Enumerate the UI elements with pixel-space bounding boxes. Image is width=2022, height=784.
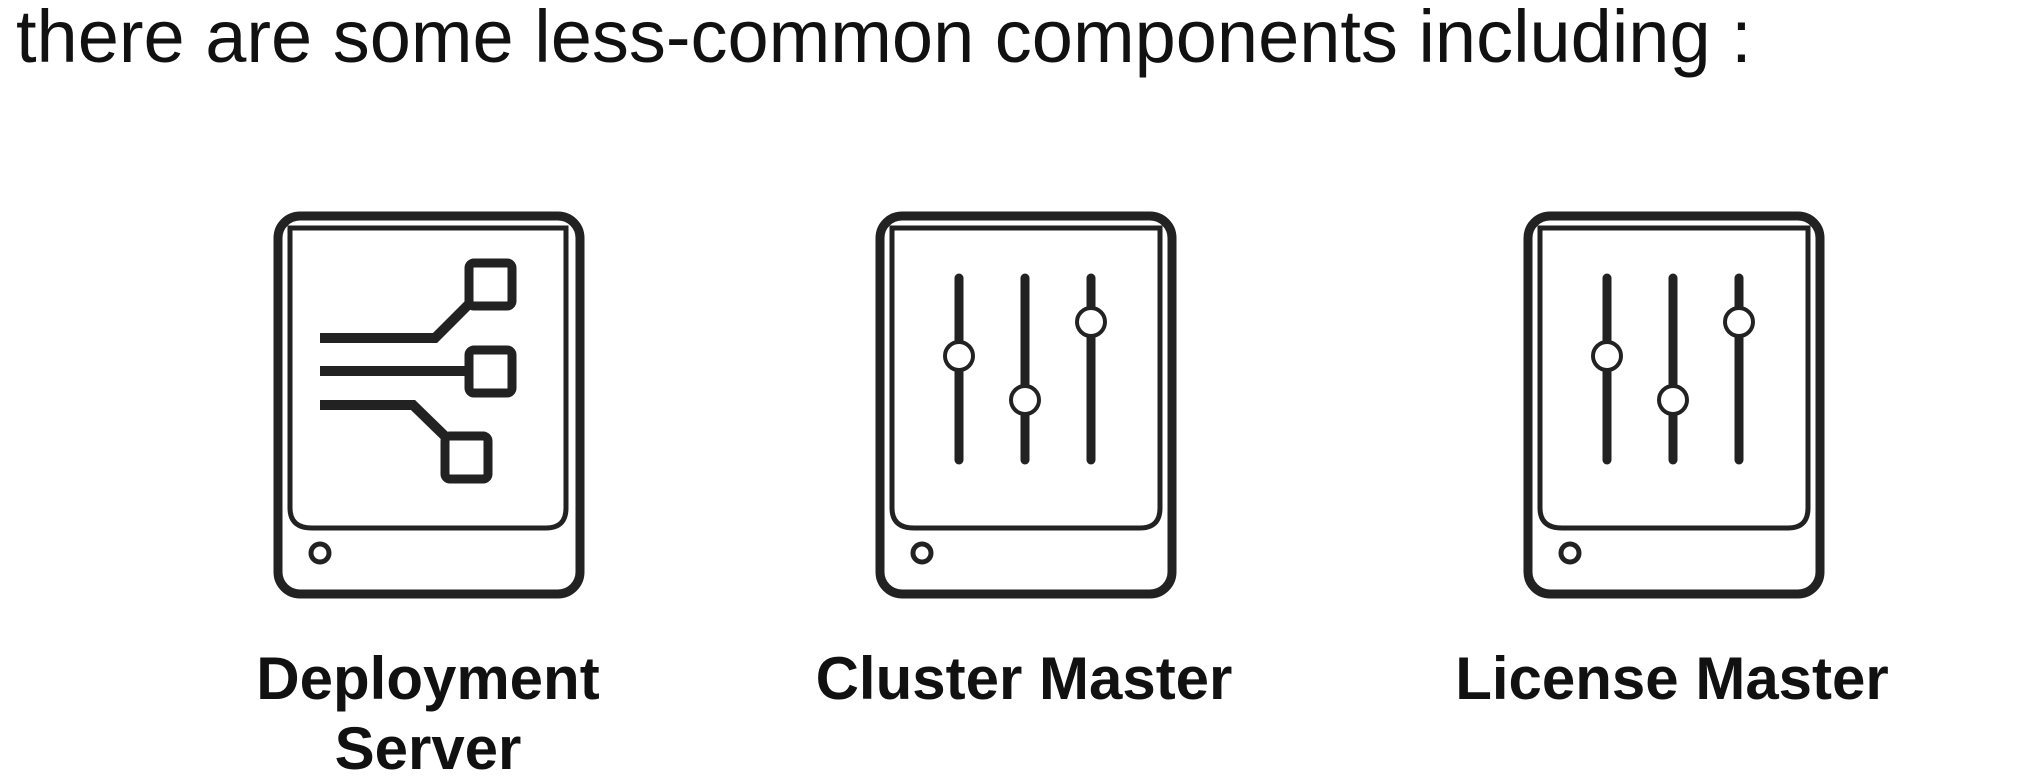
license-master-label: License Master [1455, 645, 1889, 712]
deployment-server-icon [270, 208, 590, 603]
cluster-master-label: Cluster Master [815, 645, 1233, 712]
cluster-master-icon [872, 208, 1192, 603]
license-master-icon [1520, 208, 1840, 603]
intro-heading: there are some less-common components in… [16, 0, 1752, 78]
deployment-server-label-line1: Deployment [256, 645, 600, 712]
deployment-server-label: Deployment Server [168, 644, 688, 784]
deployment-server-label-line2: Server [334, 715, 522, 782]
